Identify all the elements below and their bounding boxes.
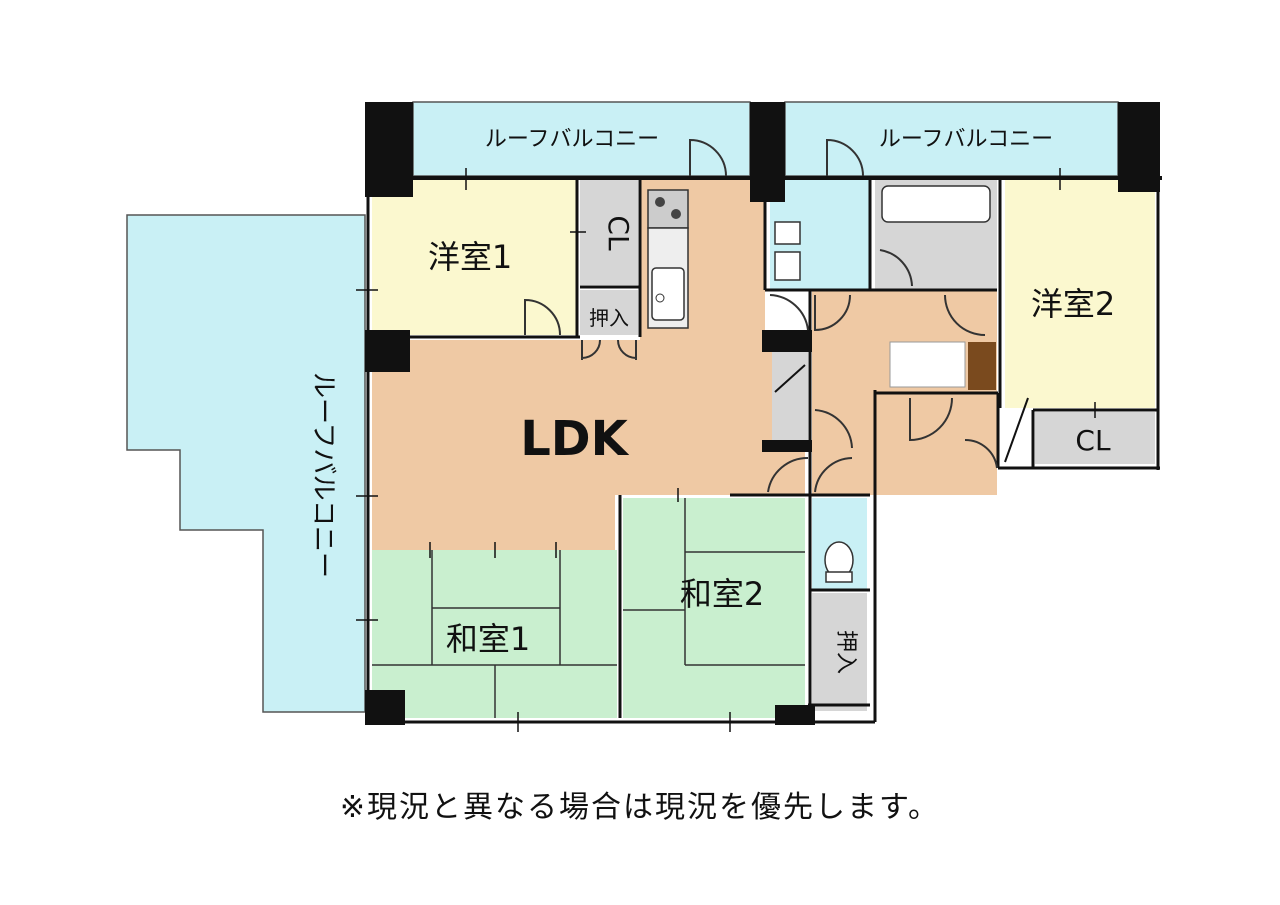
closet-2-label: CL <box>1075 424 1111 457</box>
closet-1 <box>580 180 638 285</box>
stove <box>647 189 689 229</box>
rooms <box>372 180 1155 718</box>
kitchen-sink <box>651 267 685 321</box>
western-room-1-label: 洋室1 <box>428 238 512 276</box>
shoe-cabinet <box>968 342 996 390</box>
disclaimer-note: ※現況と異なる場合は現況を優先します。 <box>339 790 941 825</box>
oshiire-2-label: 押入 <box>833 630 858 674</box>
washer-pan <box>774 221 801 245</box>
oshiire-1 <box>580 290 638 335</box>
entrance-floor <box>889 341 966 388</box>
washbasin <box>774 251 801 281</box>
japanese-room-2 <box>623 498 805 718</box>
oshiire-2 <box>812 593 867 711</box>
closet-2 <box>1035 412 1155 464</box>
ldk-label: LDK <box>520 411 629 467</box>
fixtures <box>647 185 1029 583</box>
tatami-lines <box>372 498 805 718</box>
doors <box>524 138 998 493</box>
japanese-room-1-label: 和室1 <box>446 620 530 658</box>
top-left-balcony-label: ルーフバルコニー <box>485 127 659 152</box>
western-room-2-label: 洋室2 <box>1031 285 1115 323</box>
left-roof-balcony <box>126 214 366 713</box>
japanese-room-2-label: 和室2 <box>680 575 764 613</box>
window-ticks <box>356 168 1096 732</box>
labels: 洋室1 洋室2 LDK 和室1 和室2 CL CL 押入 押入 ルーフバルコニー… <box>308 127 1115 674</box>
walls <box>365 102 1162 725</box>
oshiire-1-label: 押入 <box>589 306 629 330</box>
left-balcony-label: ルーフバルコニー <box>308 372 338 578</box>
closet-1-label: CL <box>602 215 635 251</box>
western-room-1 <box>372 180 577 335</box>
bathtub <box>881 185 991 223</box>
storage-column <box>772 350 808 442</box>
western-room-2 <box>1005 180 1155 408</box>
balconies <box>126 101 1119 713</box>
top-right-balcony-label: ルーフバルコニー <box>879 127 1053 152</box>
